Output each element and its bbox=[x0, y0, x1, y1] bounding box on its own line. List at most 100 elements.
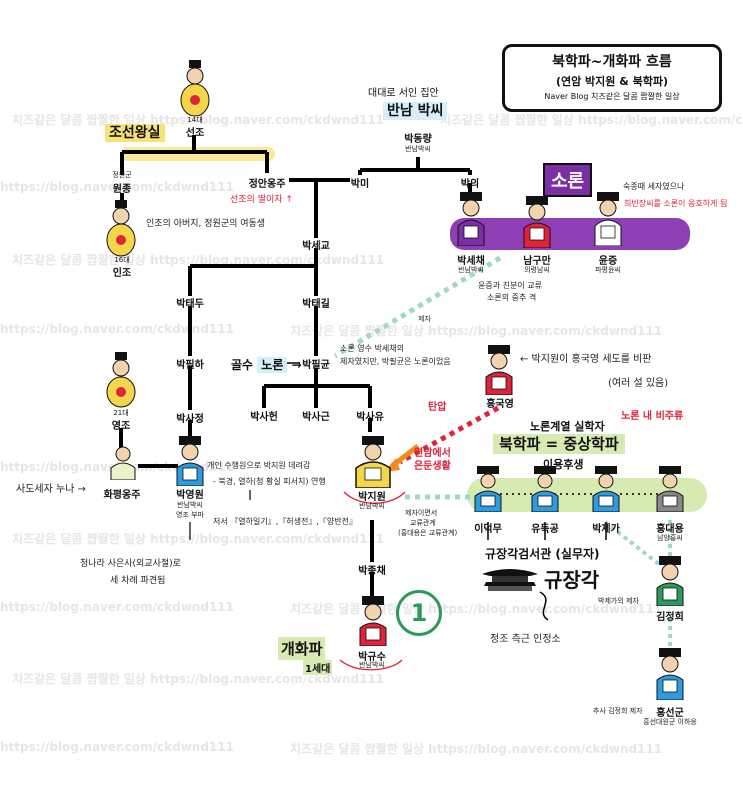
park-jiwon-sub: 반남박씨 bbox=[359, 502, 385, 510]
park-taegil: 박태길 bbox=[302, 299, 330, 310]
jeongan-name: 정안옹주 bbox=[248, 179, 286, 190]
king-figure bbox=[106, 200, 136, 262]
yeongwon-note5: 세 차례 파견됨 bbox=[110, 576, 166, 586]
hong-daeyong-sub: 남양홍씨 bbox=[657, 534, 683, 542]
park-sajeong: 박사정 bbox=[176, 414, 204, 425]
yeongwon-note3: 저서 『열하일기』,『허생전』,『양반전』 bbox=[213, 517, 357, 526]
gyujanggak-top: 규장각검서관 (실무자) bbox=[485, 547, 600, 561]
scholar-figure bbox=[655, 556, 685, 610]
park-gyusu-sub: 반남박씨 bbox=[359, 661, 385, 669]
bannam-label-top: 대대로 서인 집안 bbox=[368, 88, 439, 99]
soron-note-mid2: 소론의 중추 격 bbox=[487, 293, 537, 302]
jejagi-note: 박제가의 제자 bbox=[598, 597, 639, 605]
watermark: 치즈같은 달콤 짭짤한 일상 https://blog.naver.com/ck… bbox=[290, 742, 663, 756]
note-sado: 사도세자 누나 → bbox=[16, 484, 86, 495]
watermark: 치즈같은 달콤 짭짤한 일상 https://blog.naver.com/ck… bbox=[440, 113, 743, 127]
park-sechae-sub: 반남박씨 bbox=[458, 266, 484, 274]
yeongwon-note1: 개인 수행원으로 박지원 데려감 bbox=[207, 461, 311, 470]
hong-gukyeong: 홍국영 bbox=[486, 399, 514, 410]
jiwon-side3: (홍대용은 교류관계) bbox=[398, 529, 458, 537]
heungseon: 흥선군 bbox=[656, 708, 684, 719]
park-pilgyun: 박필균 bbox=[302, 360, 330, 371]
noron-note1: 소론 영수 박세채의 bbox=[340, 344, 404, 353]
park-yeongwon: 박영원 bbox=[176, 490, 204, 501]
heungseon-sub: 흥선대원군 이하응 bbox=[643, 718, 697, 726]
injo-order: 16대 bbox=[114, 256, 130, 264]
noron-note2: 제자였지만, 박필균은 노론이었음 bbox=[340, 357, 451, 366]
nam-guman-sub: 의령남씨 bbox=[524, 266, 550, 274]
park-gyusu: 박규수 bbox=[358, 652, 386, 663]
palace-icon bbox=[480, 564, 540, 596]
park-yeongwon-sub1: 반남박씨 bbox=[177, 501, 203, 509]
watermark: https://blog.naver.com/ckdwnd111 bbox=[0, 600, 234, 614]
silhak-side: 노론 내 비주류 bbox=[621, 411, 684, 422]
park-sayu: 박사유 bbox=[356, 412, 384, 423]
watermark: 치즈같은 달콤 짭짤한 일상 https://blog.naver.com/ck… bbox=[290, 324, 663, 338]
yeonam-label: 연암에서 bbox=[414, 448, 451, 459]
park-sechae: 박세채 bbox=[457, 256, 485, 267]
park-jega: 박제가 bbox=[592, 524, 620, 535]
park-ui: 박의 bbox=[460, 179, 480, 190]
soron-note-jeja: 제자 bbox=[418, 315, 431, 323]
watermark: 치즈같은 달콤 짭짤한 일상 https://blog.naver.com/ck… bbox=[290, 602, 663, 616]
watermark: 치즈같은 달콤 짭짤한 일상 https://blog.naver.com/ck… bbox=[12, 113, 385, 127]
hong-daeyong: 홍대용 bbox=[656, 524, 684, 535]
yeongwon-note4: 청나라 사은사(외교사절)로 bbox=[80, 559, 181, 569]
park-mi: 박미 bbox=[350, 179, 370, 190]
hwapyeong-name: 화평옹주 bbox=[103, 490, 141, 501]
yun-jeung: 윤증 bbox=[598, 256, 618, 267]
eundun-label: 은둔생활 bbox=[414, 461, 451, 472]
hong-note: ← 박지원이 홍국영 세도를 비판 bbox=[520, 354, 652, 365]
park-jiwon: 박지원 bbox=[358, 492, 386, 503]
park-dongryang: 박동량 bbox=[404, 134, 432, 145]
kim-jeonghui: 김정희 bbox=[656, 612, 684, 623]
scholar-figure bbox=[530, 466, 560, 516]
soron-note-top2: 희빈장씨를 소론이 옹호하게 됨 bbox=[624, 199, 728, 208]
yu-deukgong: 유득공 bbox=[531, 524, 559, 535]
bannam-label: 반남 박씨 bbox=[383, 100, 448, 120]
seonjo-order: 14대 bbox=[187, 116, 203, 124]
watermark: https://blog.naver.com/ckdwnd111 bbox=[0, 180, 234, 194]
title-subtitle: (연암 박지원 & 북학파) bbox=[555, 75, 669, 88]
scholar-figure bbox=[522, 196, 552, 252]
park-sahyeon: 박사헌 bbox=[250, 412, 278, 423]
gyujanggak-label: 규장각 bbox=[544, 568, 600, 592]
soron-note-top: 숙종때 세자였으나 bbox=[623, 182, 685, 191]
scholar-figure bbox=[591, 466, 621, 516]
scholar-figure bbox=[456, 192, 486, 250]
silhak-top: 노론계열 실학자 bbox=[530, 420, 605, 433]
wonjong-name: 원종 bbox=[112, 184, 132, 195]
gaehwa-label: 개화파 bbox=[278, 637, 326, 660]
park-taedu: 박태두 bbox=[176, 299, 204, 310]
silhak-band bbox=[467, 478, 707, 512]
silhak-label: 북학파 = 중상학파 bbox=[493, 433, 625, 454]
chusa-note: 추사 김정희 제자 bbox=[593, 707, 643, 715]
scholar-figure bbox=[655, 466, 685, 516]
princess-figure bbox=[108, 446, 138, 484]
jiwon-side1: 제자이면서 bbox=[405, 509, 438, 517]
soron-label: 소론 bbox=[543, 163, 593, 197]
king-figure bbox=[106, 352, 136, 412]
park-jongchae: 박종채 bbox=[358, 566, 386, 577]
watermark: 치즈같은 달콤 짭짤한 일상 https://blog.naver.com/ck… bbox=[12, 532, 385, 546]
park-pilha: 박필하 bbox=[176, 360, 204, 371]
park-sageun: 박사근 bbox=[302, 412, 330, 423]
soron-note-mid: 윤증과 친분이 교류 bbox=[478, 281, 542, 290]
nam-guman: 남구만 bbox=[523, 256, 551, 267]
scholar-figure bbox=[358, 596, 388, 650]
yeongjo-name: 영조 bbox=[111, 421, 131, 432]
king-figure bbox=[180, 60, 210, 122]
title-blog: Naver Blog 치즈같은 달콤 짭짤한 일상 bbox=[544, 92, 680, 101]
hong-note2: (여러 설 있음) bbox=[608, 378, 669, 389]
scholar-figure bbox=[473, 466, 503, 516]
park-dongryang-sub: 반남박씨 bbox=[405, 145, 431, 153]
scholar-figure bbox=[484, 345, 514, 399]
title-main: 북학파~개화파 흐름 bbox=[552, 54, 672, 70]
noron-row: 골수 노론 → bbox=[231, 357, 302, 373]
joseon-label: 조선왕실 bbox=[105, 122, 165, 142]
gaehwa-label2: 1세대 bbox=[303, 660, 333, 675]
yeongwon-note2: - 북경, 열하(청 황실 피서지) 연행 bbox=[213, 477, 326, 486]
soron-band bbox=[450, 218, 690, 250]
